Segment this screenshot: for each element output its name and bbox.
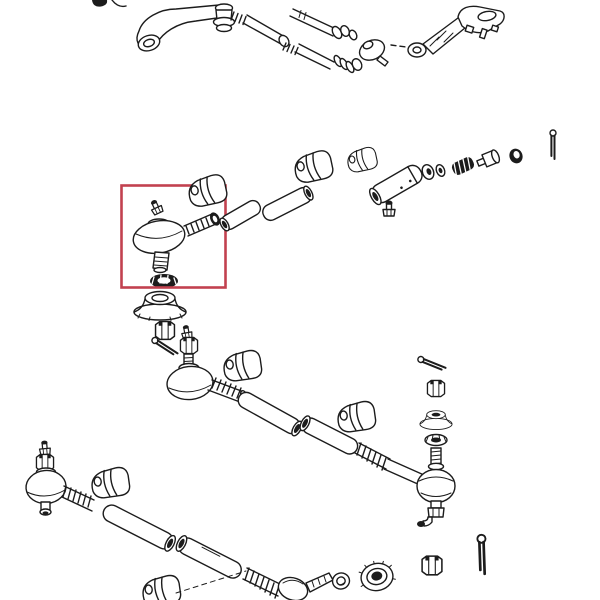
tube-clamp[interactable] bbox=[140, 573, 183, 600]
grease-fitting-icon bbox=[147, 197, 165, 216]
grease-fitting[interactable] bbox=[382, 199, 396, 217]
tie-rod-end[interactable] bbox=[25, 467, 95, 516]
leader-line bbox=[390, 44, 407, 48]
tube-clamp[interactable] bbox=[344, 145, 380, 175]
grease-fitting[interactable] bbox=[38, 439, 52, 456]
plug[interactable] bbox=[475, 149, 501, 170]
cotter-pin[interactable] bbox=[549, 129, 557, 160]
adjusting-tube[interactable] bbox=[235, 390, 304, 438]
exploded-row-lower bbox=[25, 439, 489, 600]
threaded-rod[interactable] bbox=[354, 442, 425, 486]
dust-seal[interactable] bbox=[133, 290, 187, 321]
tie-rod-end[interactable] bbox=[242, 567, 334, 600]
drag-link[interactable] bbox=[230, 8, 358, 48]
idler-arm[interactable] bbox=[407, 5, 505, 58]
adjusting-tube[interactable] bbox=[174, 534, 244, 581]
adjusting-tube[interactable] bbox=[218, 198, 263, 233]
adjusting-tube[interactable] bbox=[260, 184, 315, 223]
tie-rod-end[interactable] bbox=[416, 447, 456, 527]
tie-rod[interactable] bbox=[282, 36, 389, 74]
leader-line bbox=[175, 570, 247, 594]
tie-rod-end[interactable] bbox=[165, 353, 249, 403]
lock-washer[interactable] bbox=[424, 433, 448, 447]
adjusting-tube[interactable] bbox=[100, 502, 177, 553]
bushing-ring[interactable] bbox=[208, 211, 222, 227]
spring-seat[interactable] bbox=[420, 163, 436, 181]
cutoff-curve bbox=[111, 0, 127, 8]
dust-seal[interactable] bbox=[357, 558, 397, 594]
spring[interactable] bbox=[450, 155, 475, 177]
tube-clamp[interactable] bbox=[185, 172, 230, 209]
castle-nut[interactable] bbox=[421, 555, 443, 576]
lock-washer bbox=[150, 274, 178, 288]
washer[interactable] bbox=[435, 163, 447, 177]
pitman-arm[interactable] bbox=[136, 3, 236, 54]
tube-clamp[interactable] bbox=[291, 148, 336, 185]
tube-clamp[interactable] bbox=[89, 465, 132, 500]
assembly-overview bbox=[92, 0, 505, 74]
cotter-pin[interactable] bbox=[475, 533, 489, 576]
grease-fitting bbox=[417, 507, 445, 527]
dust-seal[interactable] bbox=[419, 410, 453, 430]
tube-clamp[interactable] bbox=[221, 348, 264, 383]
castle-nut[interactable] bbox=[426, 379, 446, 398]
bushing[interactable] bbox=[507, 147, 524, 166]
highlight-box[interactable] bbox=[120, 184, 227, 289]
cutoff-shaft bbox=[92, 0, 108, 7]
tube-clamp[interactable] bbox=[335, 399, 378, 434]
cotter-pin[interactable] bbox=[415, 354, 448, 374]
washer[interactable] bbox=[331, 571, 352, 591]
rod-end-tube[interactable] bbox=[367, 162, 425, 206]
exploded-row-upper bbox=[120, 129, 557, 341]
exploded-row-middle bbox=[149, 323, 456, 527]
castle-nut[interactable] bbox=[179, 336, 199, 355]
castle-nut[interactable] bbox=[154, 320, 176, 341]
tie-rod-end-highlighted[interactable] bbox=[131, 197, 217, 288]
adjusting-tube[interactable] bbox=[298, 414, 360, 456]
